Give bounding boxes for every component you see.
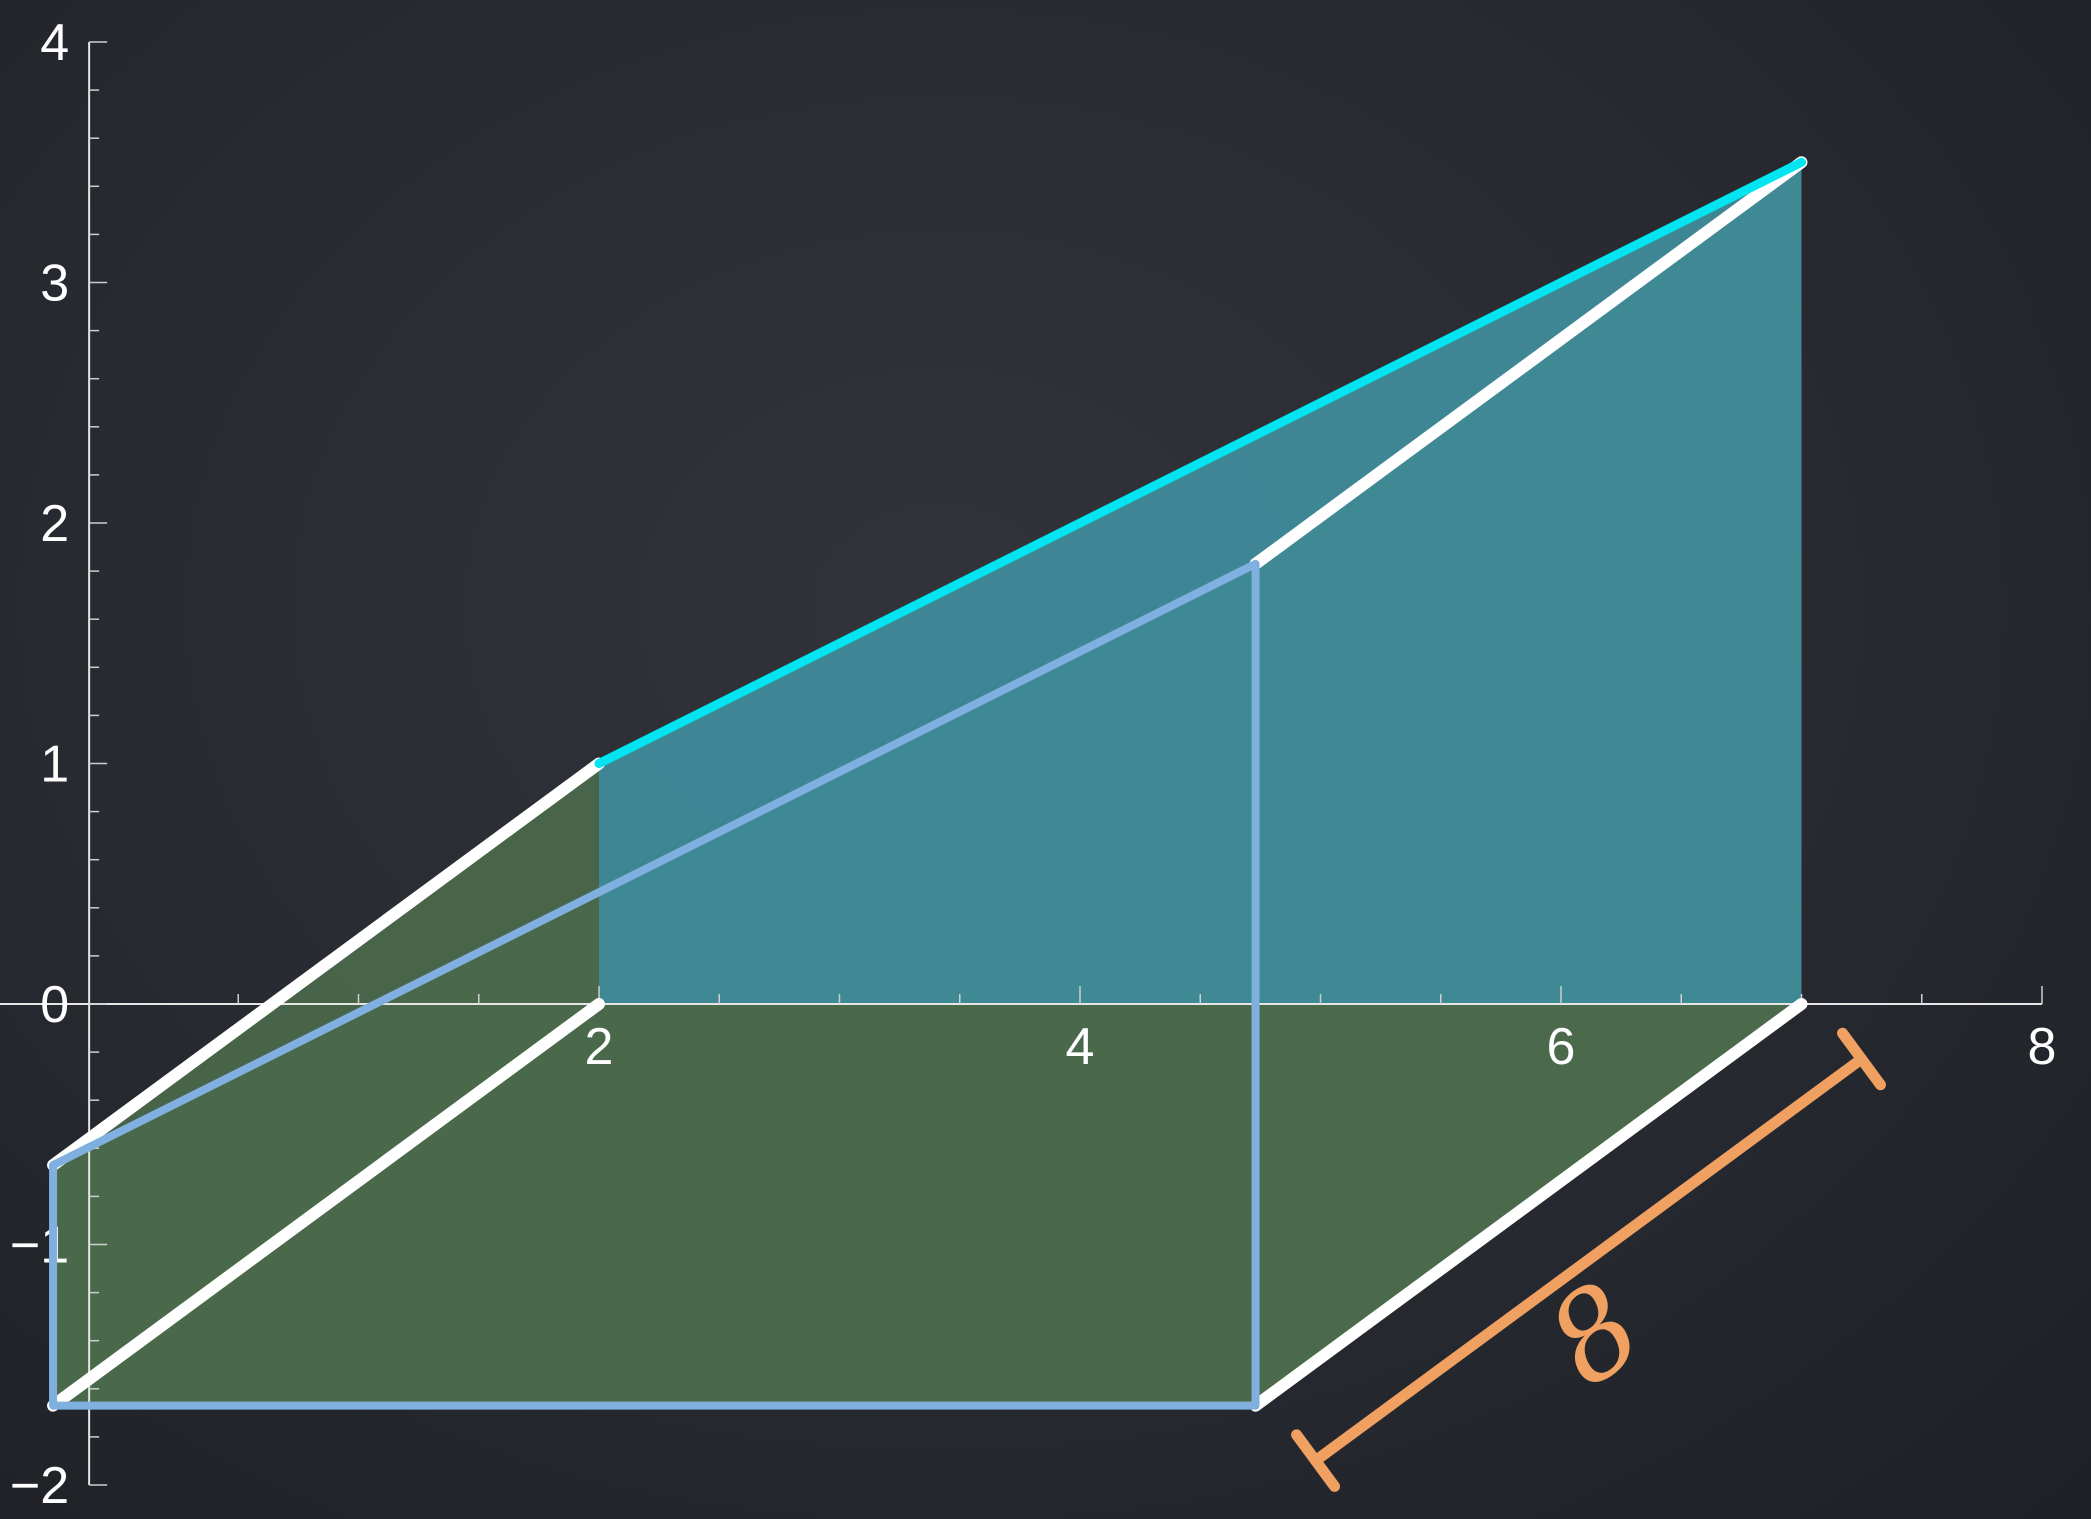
- dimension-label: 8: [1523, 1257, 1667, 1414]
- front-face-outline: [49, 559, 1260, 1410]
- dimension-cap-end: [1837, 1027, 1886, 1091]
- x-tick-label: 6: [1547, 1018, 1576, 1076]
- y-tick-label: −1: [10, 1217, 69, 1275]
- y-tick-label: 4: [40, 14, 69, 72]
- axes: 2 4 6 8 −2 −1 0 1 2 3 4: [0, 14, 2056, 1515]
- edge-top-right: [1249, 156, 1808, 570]
- dimension-cap-start: [1291, 1429, 1341, 1492]
- edge-top-left: [47, 757, 605, 1172]
- x-tick-label: 2: [585, 1018, 614, 1076]
- series-line: [594, 157, 1806, 768]
- y-tick-label: −2: [10, 1457, 69, 1515]
- y-tick-label: 1: [40, 736, 69, 794]
- area-under-line: [599, 162, 1802, 1004]
- x-tick-label: 4: [1066, 1018, 1095, 1076]
- y-tick-label: 3: [40, 255, 69, 313]
- edge-bottom-left: [47, 998, 605, 1412]
- dimension-line: [1310, 1053, 1867, 1467]
- y-tick-label: 2: [40, 495, 69, 553]
- box-faces: [53, 162, 1802, 1406]
- edge-bottom-right: [1249, 998, 1808, 1412]
- y-tick-label: 0: [40, 976, 69, 1034]
- x-tick-label: 8: [2028, 1018, 2057, 1076]
- box-edges: [47, 156, 1808, 1412]
